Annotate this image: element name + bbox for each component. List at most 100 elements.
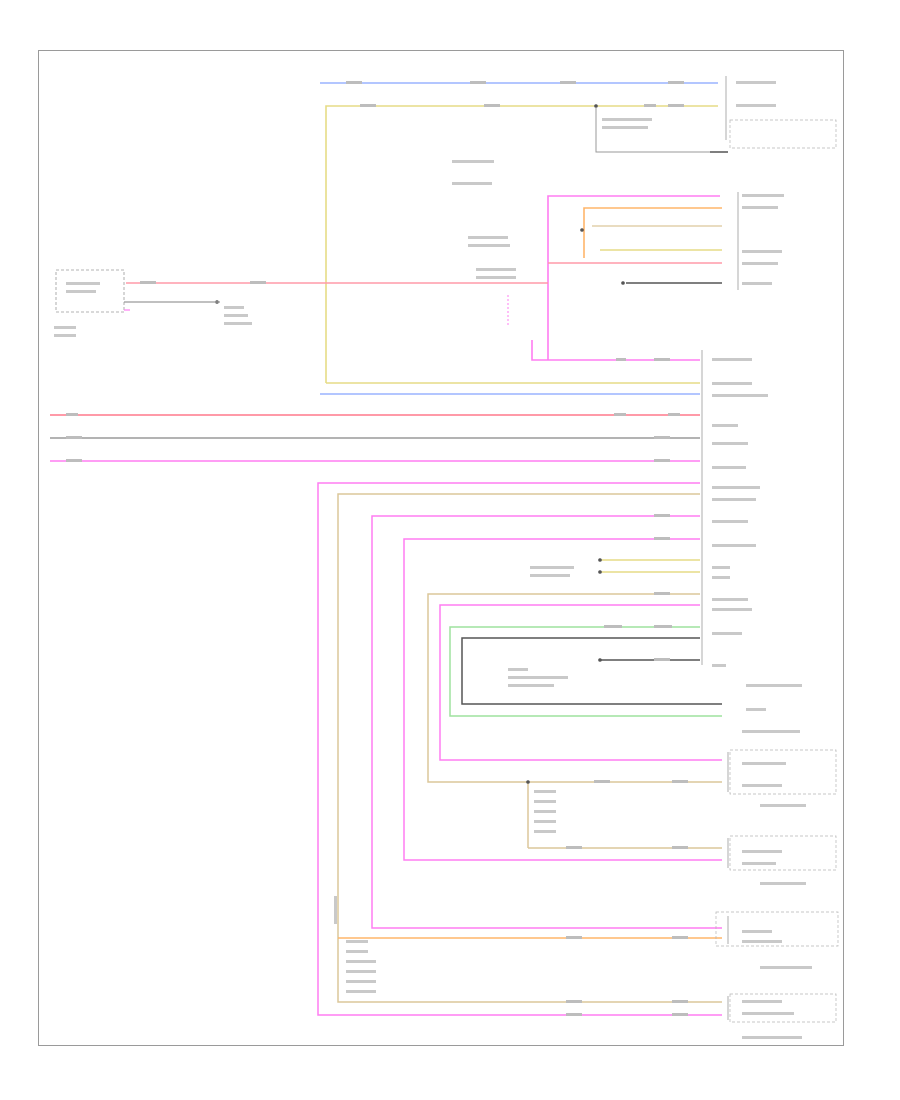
tag — [668, 104, 684, 107]
label-line — [476, 276, 516, 279]
label-line — [712, 382, 752, 385]
wire-gray-bracket — [595, 108, 722, 153]
label-line — [508, 668, 528, 671]
tag — [654, 514, 670, 517]
label-line — [742, 282, 772, 285]
door-harness — [317, 482, 722, 1016]
label-line — [346, 950, 368, 953]
label-line — [66, 282, 100, 285]
label-line — [760, 882, 806, 885]
tag — [668, 413, 680, 416]
label-line — [346, 960, 376, 963]
label-line — [346, 990, 376, 993]
label-line — [534, 830, 556, 833]
label-line — [534, 790, 556, 793]
label-line — [452, 160, 494, 163]
tag — [566, 846, 582, 849]
splice-dot-7 — [598, 658, 602, 662]
label-line — [760, 804, 806, 807]
passenger-box — [729, 993, 837, 1023]
label-line — [742, 1036, 802, 1039]
label-line — [712, 498, 756, 501]
label-line — [54, 334, 76, 337]
wire-yellow-top — [325, 105, 718, 383]
wire-magenta-4 — [439, 604, 722, 761]
splice-dot-5 — [598, 558, 602, 562]
label-line — [742, 1012, 794, 1015]
label-line — [742, 862, 776, 865]
label-line — [712, 358, 752, 361]
label-line — [736, 104, 776, 107]
label-line — [534, 820, 556, 823]
label-line — [476, 268, 516, 271]
label-line — [712, 486, 760, 489]
wire-magenta-2 — [371, 515, 722, 929]
wire-magenta-drop — [531, 340, 700, 361]
wire-tan-outer — [337, 493, 722, 1003]
tag — [668, 81, 684, 84]
upper-cluster-wires — [126, 195, 722, 384]
label-line — [602, 126, 648, 129]
tag — [470, 81, 486, 84]
splice-dot-4 — [594, 104, 598, 108]
left-module — [55, 269, 220, 313]
label-line — [224, 314, 248, 317]
tag — [672, 780, 688, 783]
label-line — [742, 784, 782, 787]
tag — [654, 358, 670, 361]
label-line — [742, 762, 786, 765]
label-line — [452, 182, 492, 185]
left-label-lines — [54, 118, 652, 993]
label-line — [760, 966, 812, 969]
tag — [560, 81, 576, 84]
switch-symbols — [215, 104, 625, 325]
tag — [672, 846, 688, 849]
splice-dot-1 — [580, 228, 584, 232]
tag — [654, 537, 670, 540]
wire-orange-upper — [583, 207, 722, 258]
tag — [250, 281, 266, 284]
label-line — [712, 632, 742, 635]
tag — [594, 780, 610, 783]
label-line — [712, 566, 730, 569]
tag — [66, 413, 78, 416]
wire-magenta-3 — [403, 538, 722, 861]
label-line — [712, 608, 752, 611]
label-line — [346, 970, 376, 973]
tag — [484, 104, 500, 107]
tag — [672, 1000, 688, 1003]
label-line — [602, 118, 652, 121]
label-line — [508, 676, 568, 679]
feed-wires — [50, 414, 700, 462]
label-line — [712, 544, 756, 547]
label-line — [742, 250, 782, 253]
label-line — [468, 236, 508, 239]
label-line — [54, 326, 76, 329]
wire-magenta-upper-1 — [547, 195, 720, 360]
label-line — [346, 980, 376, 983]
top-right-box — [729, 119, 837, 149]
label-line — [468, 244, 510, 247]
splice-dot-2 — [621, 281, 625, 285]
label-line — [508, 684, 554, 687]
tag — [66, 459, 82, 462]
label-line — [742, 730, 800, 733]
label-line — [534, 800, 556, 803]
label-line — [742, 1000, 782, 1003]
splice-dot-8 — [526, 780, 530, 784]
wire-magenta-outer — [317, 482, 722, 1016]
splice-dots-lower — [526, 558, 602, 784]
label-line — [712, 520, 748, 523]
label-line — [742, 206, 778, 209]
label-line — [712, 442, 748, 445]
label-line — [66, 290, 96, 293]
door-module-box — [729, 749, 837, 795]
label-line — [742, 850, 782, 853]
tag — [654, 459, 670, 462]
splice-dot-6 — [598, 570, 602, 574]
label-line — [224, 306, 244, 309]
label-line — [224, 322, 252, 325]
diagram-frame — [38, 50, 844, 1046]
label-line — [530, 566, 574, 569]
